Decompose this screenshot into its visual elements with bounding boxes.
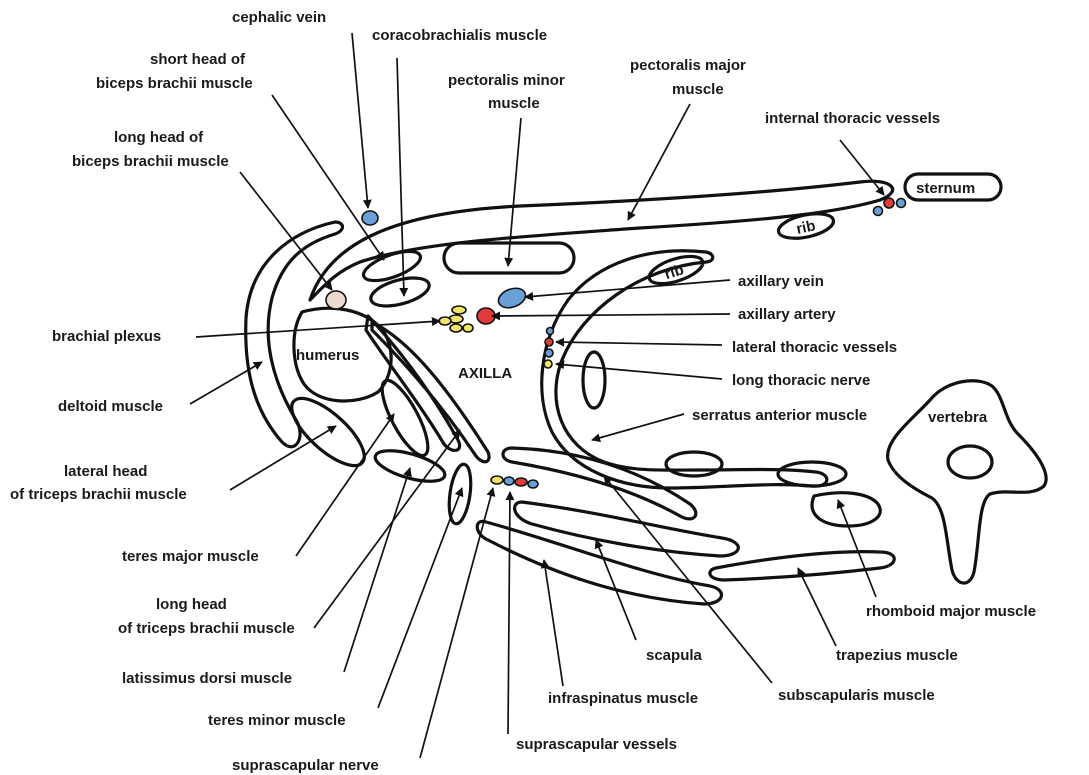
label-suprascapular-vessels: suprascapular vessels: [516, 736, 677, 753]
humerus-label: humerus: [296, 347, 359, 364]
chest-wall-oval: [583, 352, 605, 408]
leader-teres-minor: [378, 488, 462, 708]
leader-cephalic-vein: [352, 33, 368, 208]
callout-labels: cephalic vein coracobrachialis muscle sh…: [10, 9, 1036, 774]
leader-rhomboid-major: [838, 500, 876, 597]
label-axillary-vein: axillary vein: [738, 273, 824, 290]
label-trapezius: trapezius muscle: [836, 647, 958, 664]
suprascapular-vessel-3: [528, 480, 538, 488]
label-internal-thoracic: internal thoracic vessels: [765, 110, 940, 127]
label-long-thoracic-nerve: long thoracic nerve: [732, 372, 870, 389]
leader-axillary-vein: [525, 280, 730, 297]
leader-lateral-thoracic: [556, 342, 722, 345]
label-lateral-head-triceps-line2: of triceps brachii muscle: [10, 486, 187, 503]
latissimus-dorsi-outline: [372, 445, 448, 488]
label-axillary-artery: axillary artery: [738, 306, 836, 323]
label-pectoralis-major-line1: pectoralis major: [630, 57, 746, 74]
label-lateral-head-triceps-line1: lateral head: [64, 463, 147, 480]
label-pectoralis-minor-line2: muscle: [488, 95, 540, 112]
label-deltoid: deltoid muscle: [58, 398, 163, 415]
leader-lines: [190, 33, 884, 758]
label-teres-major: teres major muscle: [122, 548, 259, 565]
infraspinatus-outline: [477, 521, 721, 604]
label-rhomboid-major: rhomboid major muscle: [866, 603, 1036, 620]
label-pectoralis-major-line2: muscle: [672, 81, 724, 98]
label-long-head-biceps-line1: long head of: [114, 129, 204, 146]
internal-thoracic-vessel-2: [884, 198, 894, 208]
leader-axillary-artery: [492, 314, 730, 316]
rib-oval-left: [666, 452, 722, 476]
label-short-head-biceps-line1: short head of: [150, 51, 246, 68]
label-serratus-anterior: serratus anterior muscle: [692, 407, 867, 424]
label-cephalic-vein: cephalic vein: [232, 9, 326, 26]
label-scapula: scapula: [646, 647, 703, 664]
scapula-outline: [515, 502, 739, 556]
leader-scapula: [596, 540, 636, 640]
coracobrachialis-outline: [368, 273, 432, 312]
leader-latissimus-dorsi: [344, 468, 410, 672]
leader-teres-major: [296, 414, 394, 556]
label-long-head-triceps-line1: long head: [156, 596, 227, 613]
rib-oval-right: [778, 462, 846, 486]
label-latissimus-dorsi: latissimus dorsi muscle: [122, 670, 292, 687]
label-suprascapular-nerve: suprascapular nerve: [232, 757, 379, 774]
brachial-plexus-mark-3: [439, 317, 451, 325]
leader-serratus-anterior: [592, 414, 684, 440]
suprascapular-vessel-2: [515, 478, 527, 486]
leader-infraspinatus: [544, 560, 563, 686]
label-pectoralis-minor-line1: pectoralis minor: [448, 72, 565, 89]
leader-long-thoracic-nerve: [556, 364, 722, 379]
vertebra-label: vertebra: [928, 409, 988, 426]
suprascapular-nerve-mark: [491, 476, 503, 484]
label-lateral-thoracic: lateral thoracic vessels: [732, 339, 897, 356]
lateral-thoracic-vessel-2: [545, 338, 553, 346]
brachial-plexus-mark-1: [452, 306, 466, 314]
long-head-biceps-tendon-mark: [326, 291, 346, 309]
label-brachial-plexus: brachial plexus: [52, 328, 161, 345]
label-infraspinatus: infraspinatus muscle: [548, 690, 698, 707]
leader-coracobrachialis: [397, 58, 404, 296]
brachial-plexus-mark-4: [450, 324, 462, 332]
leader-internal-thoracic: [840, 140, 884, 195]
leader-lateral-head-triceps: [230, 426, 336, 490]
brachial-plexus-mark-5: [463, 324, 473, 332]
internal-thoracic-vessel-3: [897, 199, 906, 208]
leader-long-head-biceps: [240, 172, 332, 290]
leader-suprascapular-nerve: [420, 488, 493, 758]
sternum-label: sternum: [916, 180, 975, 197]
leader-trapezius: [798, 568, 836, 646]
axillary-vein-mark: [496, 285, 528, 311]
label-long-head-biceps-line2: biceps brachii muscle: [72, 153, 229, 170]
label-subscapularis: subscapularis muscle: [778, 687, 935, 704]
lateral-thoracic-vessel-1: [547, 328, 554, 335]
vertebral-foramen-outline: [948, 446, 992, 478]
label-coracobrachialis: coracobrachialis muscle: [372, 27, 547, 44]
label-teres-minor: teres minor muscle: [208, 712, 346, 729]
leader-pectoralis-major: [628, 104, 690, 220]
anatomy-outlines: [246, 174, 1046, 604]
suprascapular-vessel-1: [504, 477, 514, 485]
lateral-thoracic-vessel-3: [545, 349, 553, 357]
long-thoracic-nerve-mark: [544, 360, 552, 368]
label-short-head-biceps-line2: biceps brachii muscle: [96, 75, 253, 92]
label-long-head-triceps-line2: of triceps brachii muscle: [118, 620, 295, 637]
axilla-label: AXILLA: [458, 365, 512, 382]
cephalic-vein-mark: [362, 211, 378, 225]
internal-thoracic-vessel-1: [874, 207, 883, 216]
leader-brachial-plexus: [196, 321, 440, 337]
